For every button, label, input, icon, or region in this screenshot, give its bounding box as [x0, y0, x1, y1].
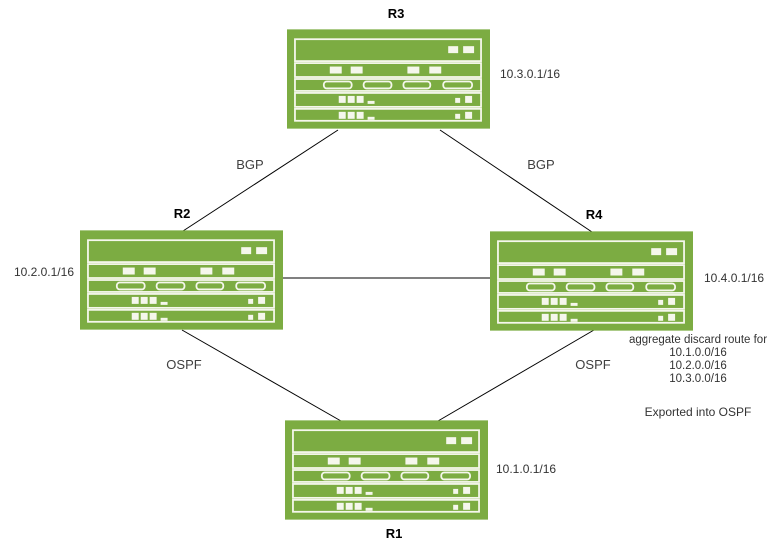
router-icon [80, 230, 283, 330]
node-label-r1: R1 [385, 526, 403, 541]
edge-r3-r2 [182, 129, 339, 232]
annotation-route-2: 10.2.0.0/16 [669, 360, 727, 372]
router-node-r4[interactable] [490, 231, 693, 331]
node-ip-r1: 10.1.0.1/16 [496, 462, 557, 476]
edge-r2-r1 [181, 329, 342, 422]
edge-label-bgp-right: BGP [527, 157, 555, 172]
node-ip-r3: 10.3.0.1/16 [500, 67, 561, 81]
edge-label-bgp-left: BGP [236, 157, 264, 172]
edge-label-ospf-right: OSPF [575, 357, 611, 372]
edge-r3-r4 [439, 129, 593, 233]
node-label-r3: R3 [387, 6, 405, 21]
router-node-r3[interactable] [287, 29, 490, 129]
edge-label-ospf-left: OSPF [166, 357, 202, 372]
router-icon [490, 231, 693, 331]
node-ip-r4: 10.4.0.1/16 [704, 271, 765, 285]
router-node-r1[interactable] [285, 420, 488, 520]
node-label-r4: R4 [585, 207, 603, 222]
aggregate-route-annotation: aggregate discard route for 10.1.0.0/16 … [612, 334, 783, 419]
node-label-r2: R2 [173, 206, 191, 221]
annotation-footer: Exported into OSPF [644, 405, 752, 419]
router-icon [285, 420, 488, 520]
edge-r4-r1 [437, 329, 595, 422]
router-node-r2[interactable] [80, 230, 283, 330]
annotation-title: aggregate discard route for [628, 334, 768, 346]
router-icon [287, 29, 490, 129]
annotation-route-3: 10.3.0.0/16 [669, 373, 727, 385]
annotation-route-1: 10.1.0.0/16 [669, 347, 727, 359]
node-ip-r2: 10.2.0.1/16 [13, 265, 74, 279]
